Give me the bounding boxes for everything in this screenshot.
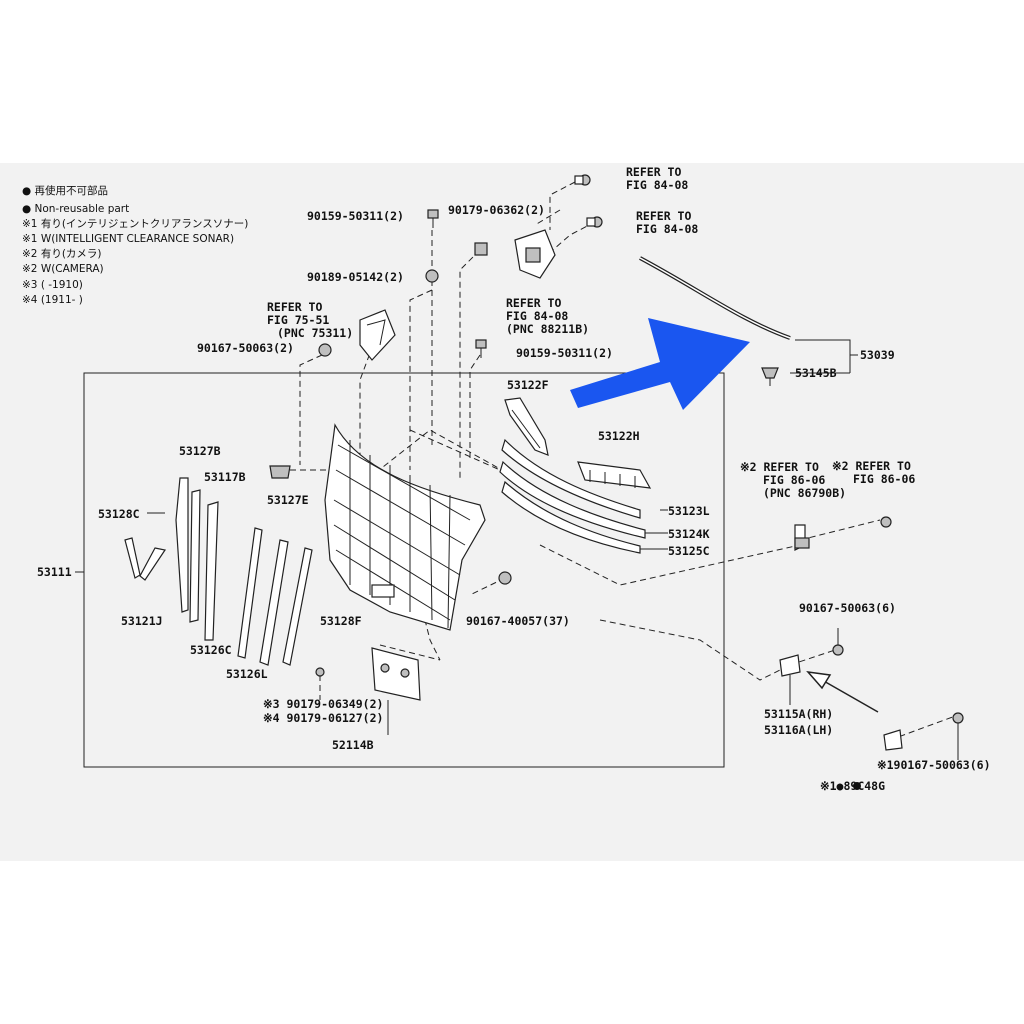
clip-icon: [832, 644, 844, 656]
legend-line: ● Non-reusable part: [22, 203, 129, 215]
part-number: 53125C: [668, 544, 710, 558]
refer-label: REFER TO: [636, 209, 691, 223]
clip-icon: [880, 516, 892, 528]
part-number: 53127E: [267, 493, 309, 507]
clip-icon: [574, 174, 591, 186]
clip-icon: [318, 343, 332, 357]
part-number: 53117B: [204, 470, 246, 484]
part-number: 53122H: [598, 429, 640, 443]
clip-icon: [761, 367, 779, 386]
trim-53127e: [259, 539, 289, 666]
side-trims: [124, 477, 313, 666]
pointer-arrow: [806, 670, 879, 713]
diagram-area: [0, 163, 1024, 861]
refer-label: REFER TO: [626, 165, 681, 179]
front-emblem: [359, 309, 396, 361]
part-number: 53122F: [507, 378, 549, 392]
clip-icon: [952, 712, 964, 724]
moulding-53124k: [499, 460, 646, 539]
legend-line: ※3 ( -1910): [22, 279, 83, 291]
part-number: 53126C: [190, 643, 232, 657]
moulding-parts: [499, 397, 652, 554]
clip-icon: [315, 667, 325, 677]
legend-line: ※2 有り(カメラ): [22, 247, 102, 260]
part-number: ※1●89C48G: [820, 779, 885, 793]
sensor-bracket-icon: [794, 524, 810, 551]
moulding-53122h: [577, 461, 652, 489]
refer-label: FIG 84-08: [626, 178, 688, 192]
part-number: 90179-06362(2): [448, 203, 545, 217]
moulding-53123l: [501, 438, 641, 519]
refer-label: FIG 86-06: [763, 473, 825, 487]
trim-53126c: [204, 501, 219, 641]
bolt-icon: [475, 339, 487, 358]
part-number: 53121J: [121, 614, 163, 628]
part-number: 53145B: [795, 366, 837, 380]
trim-53127b: [175, 477, 189, 613]
solid-leaders: [75, 339, 959, 760]
sensor-icon: [883, 729, 903, 751]
part-number: ※190167-50063(6): [877, 758, 991, 772]
highlight-arrow: [570, 318, 750, 410]
part-number: 53111: [37, 565, 72, 579]
part-number: 53128F: [320, 614, 362, 628]
legend: ● 再使用不可部品 ● Non-reusable part ※1 有り(インテリ…: [22, 184, 248, 306]
part-number: 53123L: [668, 504, 710, 518]
nut-icon: [474, 242, 488, 256]
bracket-icon: [779, 654, 801, 677]
plate-bracket-52114b: [371, 647, 421, 701]
part-number: 90167-50063(6): [799, 601, 896, 615]
part-number: 90167-50063(2): [197, 341, 294, 355]
part-number: ※3 90179-06349(2): [263, 697, 383, 711]
legend-line: ※4 (1911- ): [22, 294, 83, 306]
part-number: 53124K: [668, 527, 710, 541]
part-number: 53126L: [226, 667, 268, 681]
part-number: 52114B: [332, 738, 374, 752]
dashed-leaders: [280, 181, 959, 741]
legend-line: ※1 W(INTELLIGENT CLEARANCE SONAR): [22, 233, 234, 245]
bolt-icon: [427, 209, 439, 228]
part-labels: REFER TO FIG 84-08 REFER TO FIG 84-08 90…: [37, 165, 991, 793]
refer-label: FIG 86-06: [853, 472, 915, 486]
moulding-53122f: [504, 397, 549, 456]
clip-icon: [425, 269, 439, 283]
refer-label: (PNC 88211B): [506, 322, 589, 336]
refer-label: REFER TO: [267, 300, 322, 314]
part-number: 90159-50311(2): [516, 346, 613, 360]
fastener-icons: [269, 174, 964, 790]
refer-label: REFER TO: [506, 296, 561, 310]
refer-label: (PNC 86790B): [763, 486, 846, 500]
clip-icon: [586, 216, 603, 228]
assembly-53111-box: [83, 372, 725, 768]
camera-bracket: [514, 229, 556, 279]
part-number: 53128C: [98, 507, 140, 521]
part-number: ※4 90179-06127(2): [263, 711, 383, 725]
clip-icon: [498, 571, 512, 585]
grille-emblem-mount: [371, 584, 395, 598]
part-number: 90167-40057(37): [466, 614, 570, 628]
legend-line: ※2 W(CAMERA): [22, 263, 104, 275]
trim-53128f: [282, 547, 313, 666]
part-number: 90159-50311(2): [307, 209, 404, 223]
legend-line: ※1 有り(インテリジェントクリアランスソナー): [22, 217, 248, 230]
part-number: 53116A(LH): [764, 723, 833, 737]
refer-label: FIG 84-08: [636, 222, 698, 236]
moulding-53125c: [501, 480, 641, 554]
refer-label: ※2 REFER TO: [740, 460, 819, 474]
part-number: 53127B: [179, 444, 221, 458]
filled-dot-icon: [853, 782, 861, 790]
part-number: 90189-05142(2): [307, 270, 404, 284]
clip-icon: [269, 465, 291, 479]
refer-label: ※2 REFER TO: [832, 459, 911, 473]
legend-line: ● 再使用不可部品: [22, 184, 108, 197]
part-number: 53115A(RH): [764, 707, 833, 721]
radiator-grille-53111: [324, 423, 486, 631]
refer-label: FIG 75-51: [267, 313, 329, 327]
refer-label: (PNC 75311): [277, 326, 353, 340]
part-number: 53039: [860, 348, 895, 362]
trim-53126l: [237, 527, 263, 659]
refer-label: FIG 84-08: [506, 309, 568, 323]
